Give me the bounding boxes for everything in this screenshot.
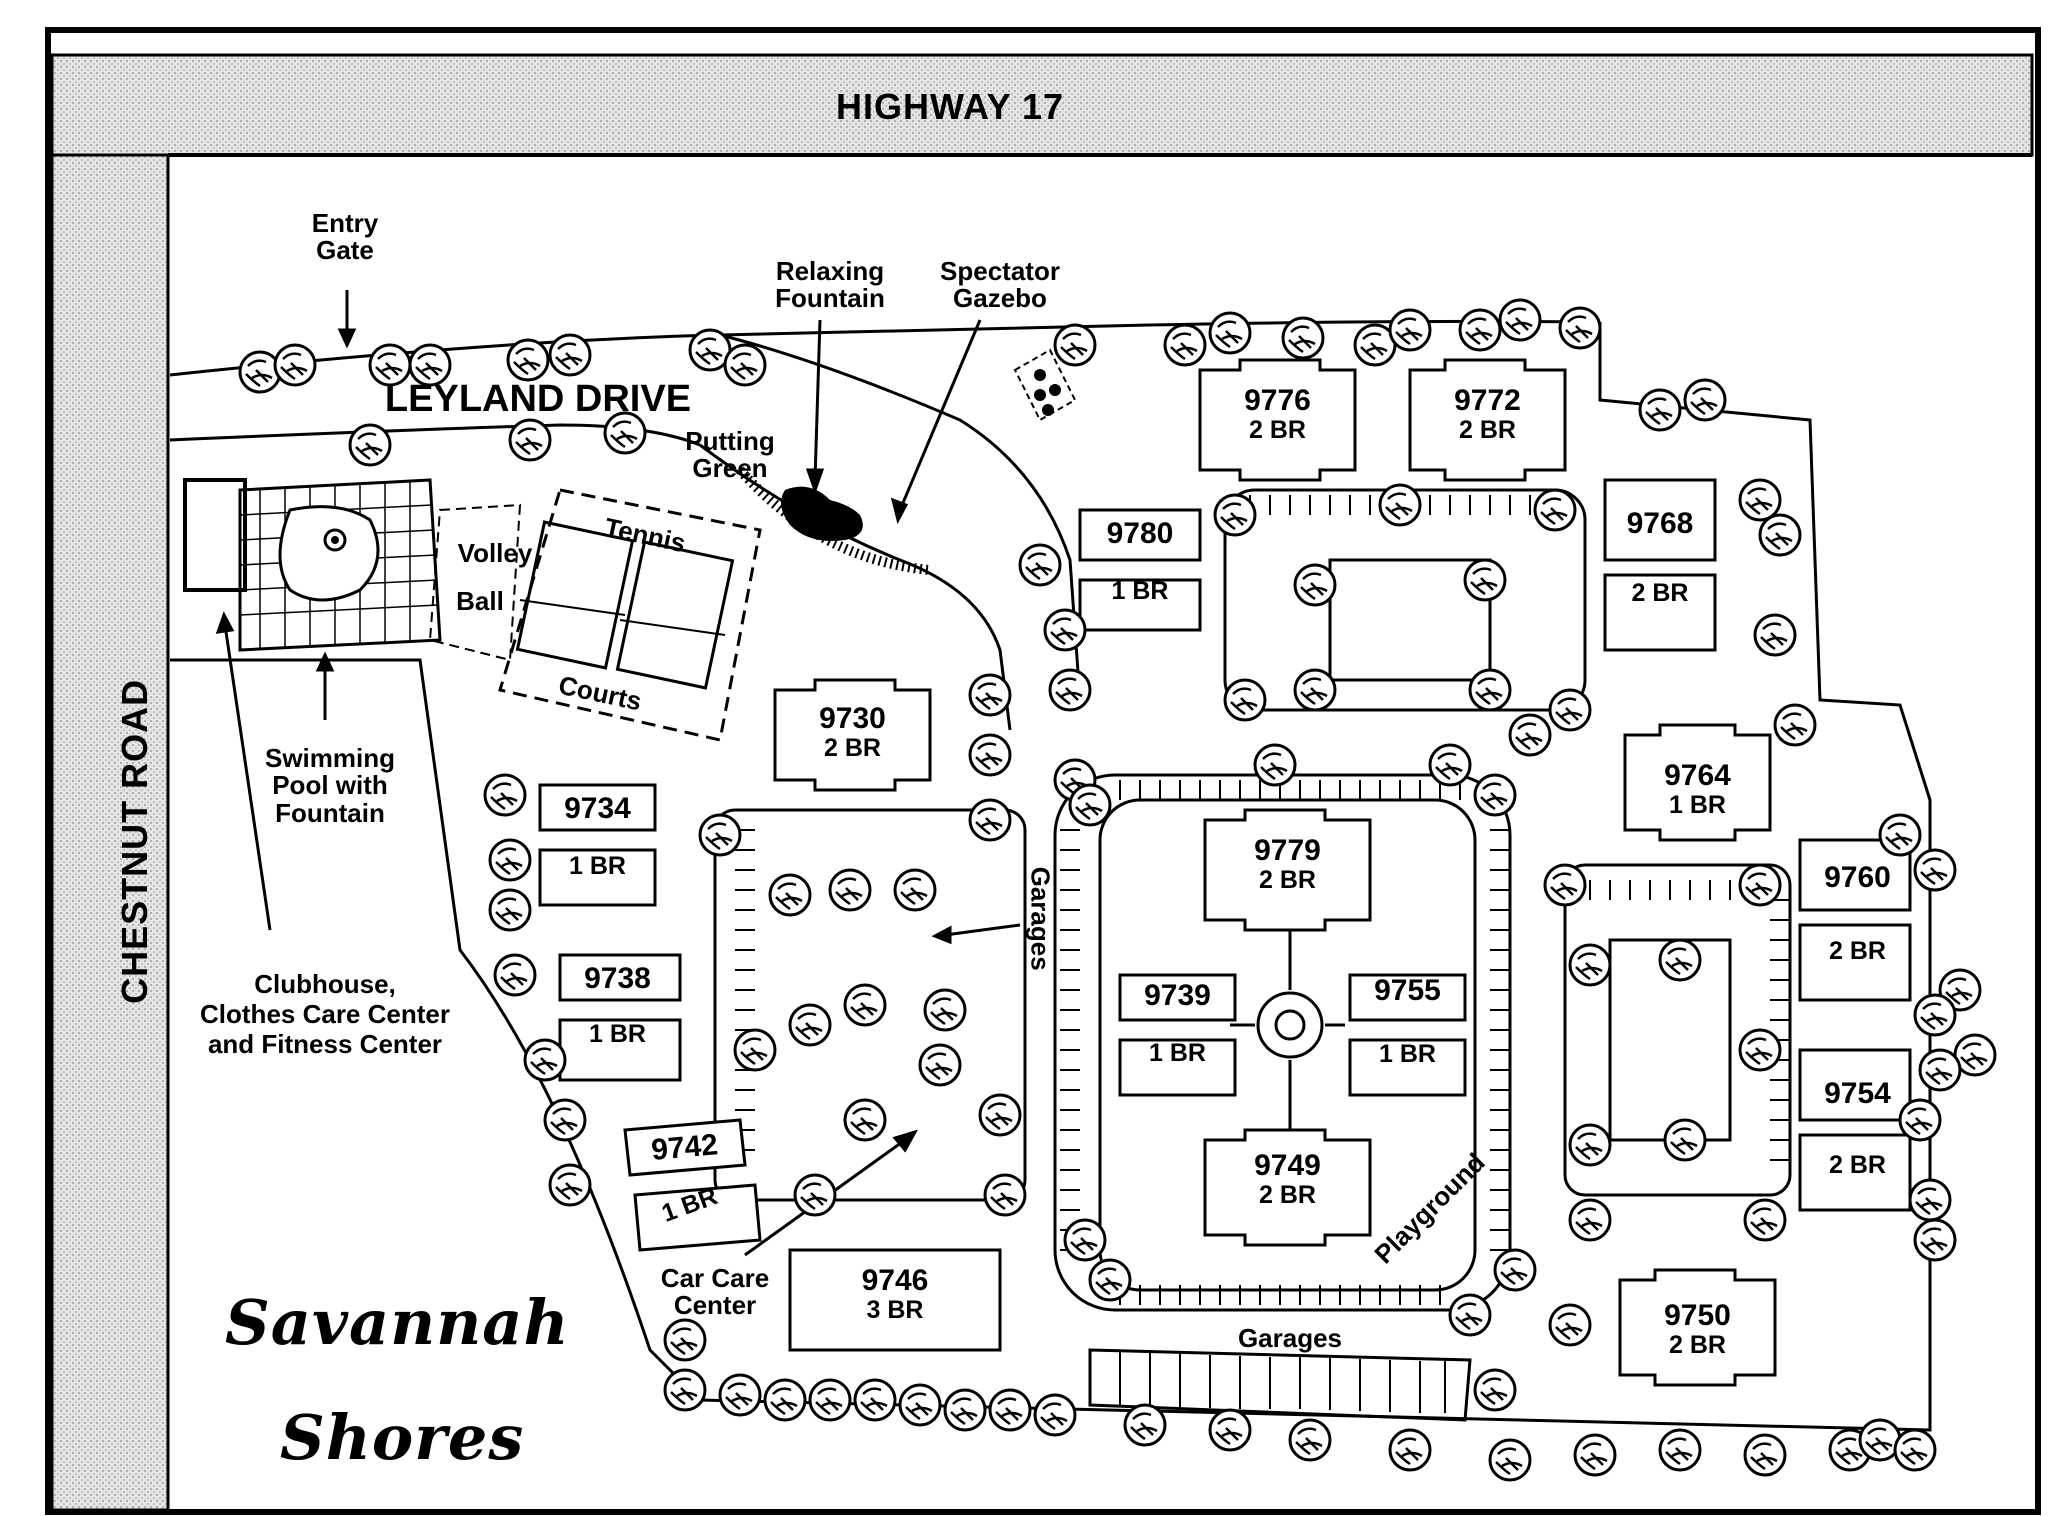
- relaxing-fountain-pond: [781, 486, 863, 541]
- car-care-label: Car Care Center: [650, 1263, 780, 1321]
- bedroom-count: 1 BR: [589, 1019, 646, 1048]
- building-number: 9746: [861, 1264, 929, 1297]
- spectator-gazebo-line-2: Gazebo: [953, 283, 1047, 314]
- bedroom-count: 3 BR: [866, 1295, 924, 1324]
- brand-line-1: Savannah: [225, 1286, 570, 1359]
- clubhouse-label: Clubhouse, Clothes Care Center and Fitne…: [180, 969, 470, 1060]
- volley-label: Volley: [457, 538, 533, 568]
- relaxing-fountain-line-2: Fountain: [775, 283, 885, 314]
- putting-green-line-1: Putting: [685, 426, 775, 456]
- relaxing-fountain-label: Relaxing Fountain: [755, 256, 905, 314]
- entry-gate-line-1: Entry: [311, 208, 379, 238]
- central-plaza: [1256, 991, 1324, 1059]
- spectator-gazebo-line-1: Spectator: [940, 256, 1060, 286]
- building-9768: 9768 2 BR: [1605, 508, 1715, 606]
- bedroom-count: 2 BR: [824, 733, 881, 762]
- tennis-courts-area: [498, 488, 762, 742]
- bedroom-count: 2 BR: [1459, 415, 1516, 444]
- building-9730: 9730 2 BR: [800, 703, 905, 761]
- building-outlines: [538, 358, 1912, 1387]
- clubhouse-line-3: and Fitness Center: [207, 1028, 443, 1059]
- building-9764: 9764 1 BR: [1645, 760, 1750, 818]
- chestnut-road-band: [50, 153, 170, 1512]
- car-care-line-2: Center: [673, 1290, 757, 1321]
- building-9750: 9750 2 BR: [1645, 1300, 1750, 1358]
- highway-17-label: HIGHWAY 17: [835, 86, 1065, 127]
- highway-17-band: [50, 53, 2034, 157]
- bedroom-count: 1 BR: [1149, 1038, 1206, 1067]
- building-9779: 9779 2 BR: [1235, 835, 1340, 893]
- chestnut-road-label: CHESTNUT ROAD: [114, 678, 156, 1004]
- building-9754: 9754 2 BR: [1805, 1078, 1910, 1178]
- building-number: 9739: [1144, 979, 1211, 1012]
- bedroom-count: 1 BR: [1111, 576, 1169, 605]
- building-number: 9750: [1664, 1299, 1731, 1332]
- clubhouse-line-2: Clothes Care Center: [200, 998, 450, 1029]
- building-number: 9755: [1374, 974, 1441, 1007]
- building-number: 9734: [564, 792, 631, 825]
- brand-line-2: Shores: [280, 1401, 525, 1474]
- building-9734: 9734 1 BR: [545, 793, 650, 879]
- building-9780: 9780 1 BR: [1085, 518, 1195, 604]
- building-9739: 9739 1 BR: [1125, 980, 1230, 1066]
- building-9760: 9760 2 BR: [1805, 862, 1910, 964]
- bedroom-count: 2 BR: [1259, 1180, 1316, 1209]
- bedroom-count: 1 BR: [1379, 1039, 1436, 1068]
- bedroom-count: 2 BR: [1669, 1330, 1726, 1359]
- building-number: 9780: [1106, 517, 1174, 550]
- building-number: 9764: [1664, 759, 1731, 792]
- building-9772: 9772 2 BR: [1435, 385, 1540, 443]
- car-care-line-1: Car Care: [660, 1263, 770, 1293]
- building-number: 9772: [1454, 384, 1521, 417]
- bedroom-count: 1 BR: [569, 851, 626, 880]
- clubhouse-building: [183, 478, 247, 592]
- gazebo: [1013, 348, 1077, 422]
- building-number: 9749: [1254, 1149, 1321, 1182]
- bedroom-count: 2 BR: [1249, 415, 1306, 444]
- entry-gate-label: Entry Gate: [290, 208, 400, 266]
- building-number: 9738: [584, 962, 651, 995]
- putting-green-line-2: Green: [692, 453, 768, 484]
- swimming-pool-line-1: Swimming: [264, 743, 395, 773]
- building-number: 9768: [1626, 507, 1694, 540]
- entry-gate-line-2: Gate: [316, 235, 374, 266]
- bedroom-count: 2 BR: [1829, 936, 1886, 965]
- building-number: 9754: [1824, 1077, 1891, 1110]
- building-9738: 9738 1 BR: [565, 963, 670, 1047]
- putting-green-label: Putting Green: [670, 426, 790, 484]
- building-number: 9760: [1824, 861, 1891, 894]
- leyland-drive: [169, 319, 1601, 377]
- bottom-garages: [1088, 1348, 1472, 1422]
- swimming-pool-label: Swimming Pool with Fountain: [250, 743, 410, 828]
- ball-label: Ball: [456, 586, 504, 616]
- pool-water: [278, 505, 380, 602]
- garages-bottom-label: Garages: [1237, 1323, 1343, 1353]
- garages-vertical-label: Garages: [1025, 866, 1056, 971]
- building-number: 9779: [1254, 834, 1321, 867]
- building-9755: 9755 1 BR: [1355, 975, 1460, 1067]
- bedroom-count: 2 BR: [1631, 578, 1689, 607]
- building-number: 9776: [1244, 384, 1311, 417]
- building-9742: 9742 1 BR: [628, 1127, 745, 1227]
- pool-deck: [238, 478, 442, 652]
- bedroom-count: 2 BR: [1829, 1150, 1886, 1179]
- building-9746: 9746 3 BR: [840, 1265, 950, 1323]
- bedroom-count: 2 BR: [1259, 865, 1316, 894]
- building-9749: 9749 2 BR: [1235, 1150, 1340, 1208]
- clubhouse-line-1: Clubhouse,: [254, 969, 396, 999]
- building-9776: 9776 2 BR: [1225, 385, 1330, 443]
- relaxing-fountain-line-1: Relaxing: [775, 256, 885, 286]
- leyland-drive-label: LEYLAND DRIVE: [384, 378, 692, 420]
- swimming-pool-line-3: Fountain: [275, 797, 385, 828]
- spectator-gazebo-label: Spectator Gazebo: [925, 256, 1075, 314]
- swimming-pool-line-2: Pool with: [272, 770, 388, 801]
- bedroom-count: 1 BR: [1669, 790, 1726, 819]
- building-number: 9730: [819, 702, 886, 735]
